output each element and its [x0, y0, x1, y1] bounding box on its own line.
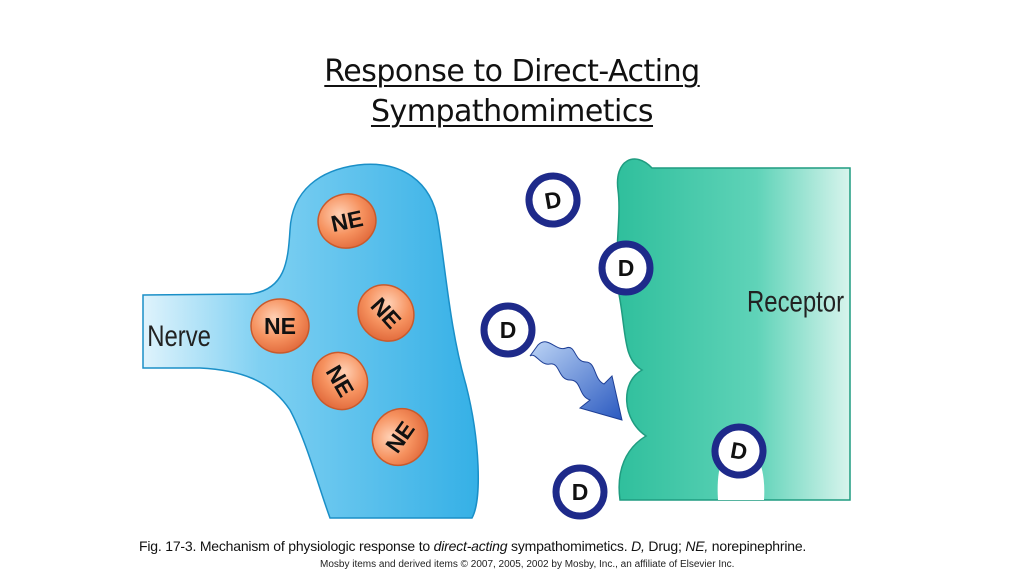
ne-vesicle: NE: [317, 193, 377, 249]
drug-molecule: D: [552, 464, 608, 520]
ne-vesicle: NE: [357, 284, 415, 342]
drug-label: D: [543, 186, 564, 214]
drug-label: D: [500, 317, 517, 343]
title-line-1: Response to Direct-Acting: [324, 54, 700, 89]
ne-vesicle: NE: [371, 407, 429, 467]
drug-molecule: D: [480, 302, 536, 358]
figure-caption: Fig. 17-3. Mechanism of physiologic resp…: [139, 538, 807, 554]
drug-molecule: D: [711, 423, 767, 479]
drug-molecule: D: [598, 240, 654, 296]
binding-arrow: [529, 341, 623, 421]
drug-label: D: [618, 255, 635, 281]
ne-label: NE: [264, 313, 296, 339]
nerve-label: Nerve: [147, 319, 211, 353]
drug-molecule: D: [525, 172, 581, 228]
title-line-2: Sympathomimetics: [370, 94, 654, 129]
slide-title: Response to Direct-Acting Sympathomimeti…: [0, 52, 1024, 132]
ne-label: NE: [329, 205, 366, 237]
ne-vesicle: NE: [250, 298, 310, 354]
ne-vesicle: NE: [311, 351, 369, 411]
drug-label: D: [572, 479, 589, 505]
receptor-shape: [616, 158, 851, 501]
receptor-label: Receptor: [747, 284, 844, 318]
drug-label: D: [729, 437, 750, 465]
copyright-line: Mosby items and derived items © 2007, 20…: [320, 559, 735, 570]
